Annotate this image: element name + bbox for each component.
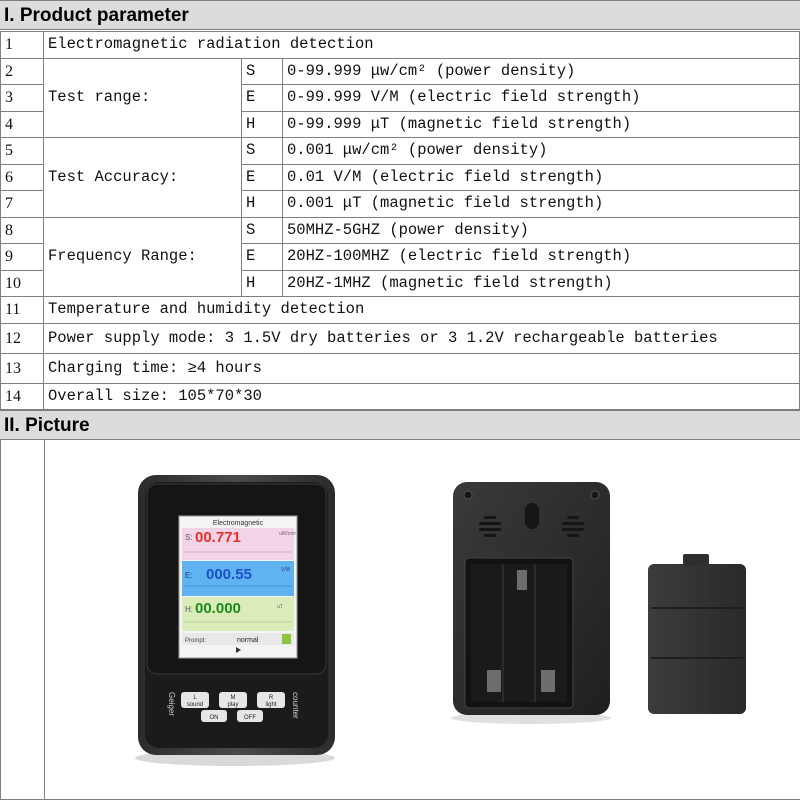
svg-text:R: R (269, 695, 274, 701)
column-divider (44, 440, 45, 800)
row-code: E (241, 84, 283, 112)
row-number: 11 (0, 296, 44, 324)
svg-text:M: M (231, 695, 236, 701)
picture-area: Electromagnetic S: 00.771 uW/cm² E: 000.… (0, 440, 800, 800)
row-code: H (241, 190, 283, 218)
row-number: 14 (0, 382, 44, 410)
row-code: S (241, 137, 283, 165)
row-text: 0-99.999 V/M (electric field strength) (282, 84, 800, 112)
h-band (182, 597, 294, 631)
table-row: 13 Charging time: ≥4 hours (0, 352, 800, 384)
h-unit: uT (277, 604, 283, 610)
row-text: 0-99.999 μT (magnetic field strength) (282, 110, 800, 138)
row-code: S (241, 57, 283, 85)
row-number: 7 (0, 190, 44, 218)
table-row: 1 Electromagnetic radiation detection (0, 31, 800, 59)
table-row: 5 Test Accuracy: S 0.001 μw/cm² (power d… (0, 137, 800, 218)
device-back (451, 482, 611, 724)
table-row: 9 E 20HZ-100MHZ (electric field strength… (0, 243, 800, 271)
r-light-button[interactable] (257, 692, 285, 708)
side-label-left: Geiger (167, 692, 176, 716)
group-label-frequency-range: Frequency Range: (43, 216, 242, 297)
prompt-value: normal (237, 637, 259, 644)
row-number: 12 (0, 322, 44, 354)
row-text: Temperature and humidity detection (43, 296, 800, 324)
row-text: 20HZ-1MHZ (magnetic field strength) (282, 269, 800, 297)
row-text: 20HZ-100MHZ (electric field strength) (282, 243, 800, 271)
row-text: 0.001 μw/cm² (power density) (282, 137, 800, 165)
row-number: 13 (0, 352, 44, 384)
table-row: 6 E 0.01 V/M (electric field strength) (0, 163, 800, 191)
parameter-table: 1 Electromagnetic radiation detection 2 … (0, 31, 800, 410)
row-number: 2 (0, 57, 44, 85)
table-row: 12 Power supply mode: 3 1.5V dry batteri… (0, 322, 800, 354)
svg-text:ON: ON (210, 715, 219, 721)
row-code: H (241, 269, 283, 297)
row-number: 5 (0, 137, 44, 165)
m-play-button[interactable] (219, 692, 247, 708)
l-sound-button[interactable] (181, 692, 209, 708)
svg-text:OFF: OFF (244, 715, 256, 721)
row-text: Overall size: 105*70*30 (43, 382, 800, 410)
row-text: 0.001 μT (magnetic field strength) (282, 190, 800, 218)
row-code: E (241, 243, 283, 271)
row-number: 3 (0, 84, 44, 112)
row-code: S (241, 216, 283, 244)
table-row: 2 Test range: S 0-99.999 μw/cm² (power d… (0, 57, 800, 138)
battery-cover (648, 554, 746, 714)
side-label-right: counter (291, 692, 300, 719)
e-value: 000.55 (206, 566, 252, 583)
section-title-parameters: I. Product parameter (0, 0, 800, 30)
row-number: 10 (0, 269, 44, 297)
table-row: 11 Temperature and humidity detection (0, 296, 800, 324)
e-unit: V/M (281, 567, 290, 573)
e-band (182, 561, 294, 596)
row-text: 50MHZ-5GHZ (power density) (282, 216, 800, 244)
row-code: E (241, 163, 283, 191)
s-value: 00.771 (195, 529, 241, 546)
row-number: 1 (0, 31, 44, 59)
row-code: H (241, 110, 283, 138)
off-button[interactable] (237, 710, 263, 722)
group-label-test-range: Test range: (43, 57, 242, 138)
h-value: 00.000 (195, 600, 241, 617)
device-front: Electromagnetic S: 00.771 uW/cm² E: 000.… (135, 475, 335, 766)
on-button[interactable] (201, 710, 227, 722)
svg-text:L: L (193, 695, 197, 701)
svg-text:light: light (265, 702, 276, 708)
e-label: E: (185, 571, 193, 580)
s-unit: uW/cm² (279, 531, 297, 537)
prompt-label: Prompt: (185, 638, 206, 644)
row-number: 9 (0, 243, 44, 271)
screen-title: Electromagnetic (213, 520, 264, 527)
product-photo: Electromagnetic S: 00.771 uW/cm² E: 000.… (135, 475, 746, 766)
row-number: 8 (0, 216, 44, 244)
row-number: 6 (0, 163, 44, 191)
row-number: 4 (0, 110, 44, 138)
table-row: 8 Frequency Range: S 50MHZ-5GHZ (power d… (0, 216, 800, 297)
s-band (182, 528, 294, 560)
h-label: H: (185, 605, 193, 614)
row-text: Power supply mode: 3 1.5V dry batteries … (43, 322, 800, 354)
row-text: Electromagnetic radiation detection (43, 31, 800, 59)
svg-text:sound: sound (187, 702, 203, 708)
svg-text:play: play (227, 702, 238, 708)
section-title-picture: II. Picture (0, 410, 800, 440)
row-text: 0-99.999 μw/cm² (power density) (282, 57, 800, 85)
row-text: Charging time: ≥4 hours (43, 352, 800, 384)
table-row: 4 H 0-99.999 μT (magnetic field strength… (0, 110, 800, 138)
group-label-test-accuracy: Test Accuracy: (43, 137, 242, 218)
table-row: 14 Overall size: 105*70*30 (0, 382, 800, 410)
s-label: S: (185, 533, 193, 542)
table-row: 7 H 0.001 μT (magnetic field strength) (0, 190, 800, 218)
row-text: 0.01 V/M (electric field strength) (282, 163, 800, 191)
